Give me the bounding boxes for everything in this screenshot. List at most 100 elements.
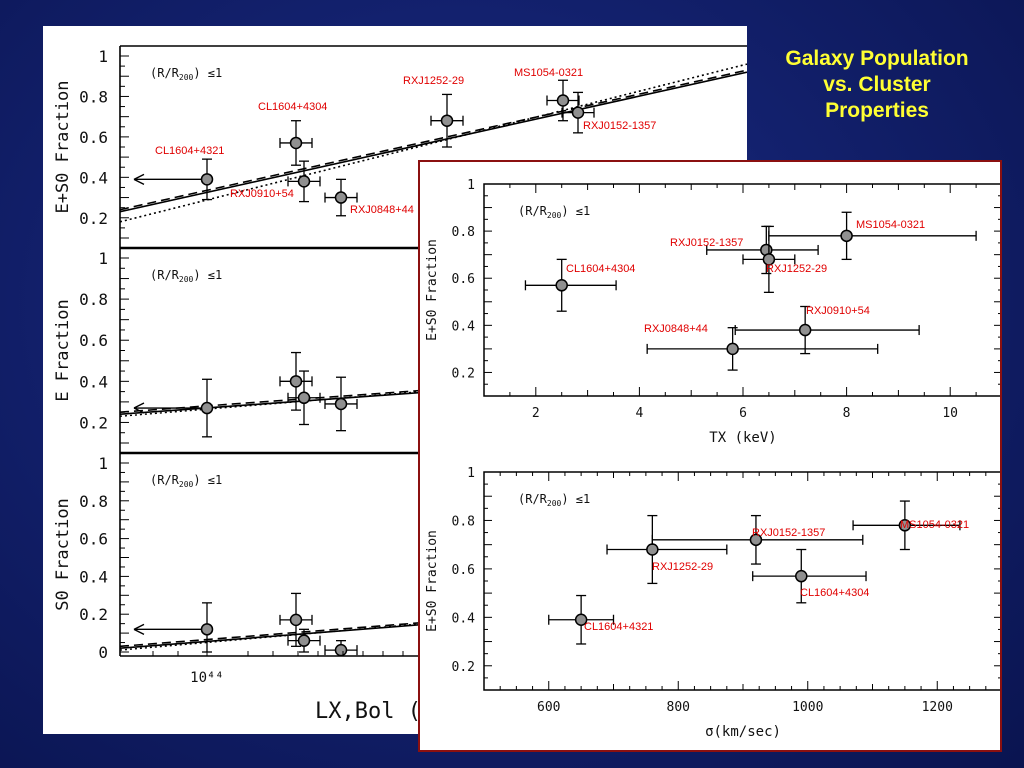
inset-bottom-rxj0152-1357-label: RXJ0152-1357: [752, 527, 825, 539]
left-top-annotation: (R/R200) ≤1: [150, 66, 222, 82]
left-top-rxj0152-1357-label: RXJ0152-1357: [583, 120, 656, 132]
left-middle-rxj0848-44-marker: [334, 397, 348, 411]
left-middle-ytick-label: 0.4: [79, 372, 108, 391]
inset-top-rxj0848-44-label: RXJ0848+44: [644, 323, 708, 335]
left-top-rxj0848-44-marker: [334, 191, 348, 204]
left-bottom-ytick-label: 0.8: [79, 492, 108, 511]
inset-top-ytick-label: 0.4: [452, 319, 476, 334]
inset-bottom-ytick-label: 0.8: [452, 514, 475, 529]
left-middle-ytick-label: 0.6: [79, 331, 108, 350]
left-bottom-ytick-label: 0.6: [79, 530, 108, 549]
left-top-ytick-label: 1: [98, 47, 108, 66]
left-top-rxj1252-29-label: RXJ1252-29: [403, 75, 464, 87]
inset-top-xlabel: TX (keV): [709, 430, 776, 446]
inset-bottom-ytick-label: 0.2: [452, 660, 475, 675]
left-top-rxj1252-29-marker: [440, 114, 454, 127]
left-middle-ytick-label: 0.8: [79, 290, 108, 309]
left-top-ytick-label: 0.6: [79, 128, 108, 147]
inset-top-annotation: (R/R200) ≤1: [518, 204, 590, 220]
inset-top-ytick-label: 0.8: [452, 225, 475, 240]
slide-title-line-2: vs. Cluster: [823, 73, 931, 96]
inset-top-ytick-label: 0.2: [452, 366, 475, 381]
inset-bottom-ms1054-0321-label: MS1054-0321: [900, 519, 969, 531]
left-top-ytick-label: 0.8: [79, 87, 108, 106]
inset-bottom-xlabel: σ(km/sec): [705, 724, 781, 740]
left-top-rxj0910-54-label: RXJ0910+54: [230, 188, 294, 200]
inset-bottom-cl1604-4321-label: CL1604+4321: [584, 621, 653, 633]
left-middle-ytick-label: 1: [98, 249, 108, 268]
left-bottom-cl1604-4321-marker: [200, 623, 214, 636]
inset-bottom-cl1604-4304-marker: [795, 569, 808, 583]
left-top-ms1054-0321-marker: [556, 94, 570, 107]
left-bottom-ytick-label: 0.4: [79, 567, 108, 586]
left-bottom-ytick-label: 0.2: [79, 605, 108, 624]
inset-bottom-ylabel: E+S0 Fraction: [425, 530, 440, 632]
inset-top-ytick-label: 0.6: [452, 272, 475, 287]
inset-bottom-rxj1252-29-marker: [646, 543, 659, 556]
inset-top-rxj1252-29-marker: [762, 253, 776, 266]
inset-bottom-xtick-label: 1200: [922, 700, 953, 715]
inset-top-ylabel: E+S0 Fraction: [425, 239, 440, 341]
inset-top-xtick-label: 10: [942, 406, 958, 421]
left-top-rxj0848-44-label: RXJ0848+44: [350, 204, 414, 216]
slide-title: Galaxy Population vs. Cluster Properties: [752, 46, 1002, 124]
left-top-ytick-label: 0.2: [79, 209, 108, 228]
inset-bottom-ytick-label: 0.6: [452, 563, 475, 578]
inset-bottom-rxj0152-1357-marker: [749, 533, 763, 547]
inset-top-ms1054-0321-marker: [840, 229, 853, 243]
inset-top-ms1054-0321-label: MS1054-0321: [856, 219, 925, 231]
left-middle-rxj0910-54-marker: [297, 391, 311, 405]
inset-top-cl1604-4304-label: CL1604+4304: [566, 263, 635, 275]
inset-bottom-ytick-label: 0.4: [452, 611, 476, 626]
inset-bottom-rxj1252-29-label: RXJ1252-29: [652, 561, 713, 573]
left-top-cl1604-4321-label: CL1604+4321: [155, 145, 224, 157]
inset-top-xtick-label: 4: [635, 406, 643, 421]
inset-bottom-xtick-label: 600: [537, 700, 560, 715]
left-middle-ytick-label: 0.2: [79, 413, 108, 432]
left-bottom-ytick-label: 1: [98, 454, 108, 473]
left-top-cl1604-4321-marker: [200, 173, 214, 186]
left-bottom-rxj0848-44-marker: [334, 643, 348, 657]
inset-top-rxj0152-1357-label: RXJ0152-1357: [670, 237, 743, 249]
inset-top-rxj0910-54-label: RXJ0910+54: [806, 305, 870, 317]
left-top-fit-solid: [119, 71, 748, 213]
inset-bottom-annotation: (R/R200) ≤1: [518, 492, 590, 508]
inset-figure: 0.2 0.4 0.6 0.8 1 2 4 6 8 10 TX (keV) E+S0 Fraction…: [418, 160, 1003, 752]
inset-top-ytick-label: 1: [467, 178, 475, 193]
left-middle-annotation: (R/R200) ≤1: [150, 268, 222, 284]
inset-bottom-xtick-label: 1000: [792, 700, 823, 715]
left-top-ylabel: E+S0 Fraction: [53, 80, 73, 213]
inset-top-xtick-label: 8: [843, 406, 851, 421]
left-middle-ylabel: E Fraction: [53, 299, 73, 401]
left-top-rxj0910-54-marker: [297, 175, 311, 188]
left-bottom-cl1604-4321-limit-arrowhead: [133, 623, 145, 635]
left-top-ms1054-0321-label: MS1054-0321: [514, 67, 583, 79]
inset-bottom-ytick-label: 1: [467, 466, 475, 481]
inset-bottom-xtick-label: 800: [667, 700, 690, 715]
inset-top-xtick-label: 2: [532, 406, 540, 421]
inset-top-xtick-label: 6: [739, 406, 747, 421]
left-top-ytick-label: 0.4: [79, 168, 108, 187]
inset-bottom-cl1604-4321-marker: [574, 613, 588, 627]
left-middle-cl1604-4321-limit-arrowhead: [133, 402, 145, 414]
left-middle-cl1604-4304-marker: [289, 375, 303, 388]
left-top-fit-dashed: [119, 69, 748, 211]
left-bottom-cl1604-4304-marker: [289, 613, 303, 627]
left-top-cl1604-4304-marker: [289, 136, 303, 150]
left-middle-cl1604-4321-marker: [200, 401, 214, 415]
inset-bottom-ms1054-0321-marker: [898, 519, 912, 532]
inset-top-rxj1252-29-label: RXJ1252-29: [766, 263, 827, 275]
inset-bottom-cl1604-4304-label: CL1604+4304: [800, 587, 869, 599]
inset-top-rxj0910-54-marker: [798, 323, 812, 337]
left-bottom-rxj0910-54-marker: [297, 634, 311, 647]
left-top-cl1604-4321-limit-arrowhead: [133, 173, 145, 185]
inset-figure-svg: 0.2 0.4 0.6 0.8 1 2 4 6 8 10 TX (keV) E+S0 Fraction…: [425, 178, 1003, 740]
inset-top-rxj0848-44-marker: [726, 342, 739, 356]
left-bottom-ylabel: S0 Fraction: [53, 498, 73, 611]
left-bottom-xtick-label: 10⁴⁴: [190, 670, 224, 686]
left-top-rxj0152-1357-marker: [571, 106, 585, 119]
left-bottom-ytick-label: 0: [98, 643, 108, 662]
slide-title-line-1: Galaxy Population: [785, 47, 969, 70]
left-bottom-annotation: (R/R200) ≤1: [150, 473, 222, 489]
left-top-cl1604-4304-label: CL1604+4304: [258, 101, 327, 113]
